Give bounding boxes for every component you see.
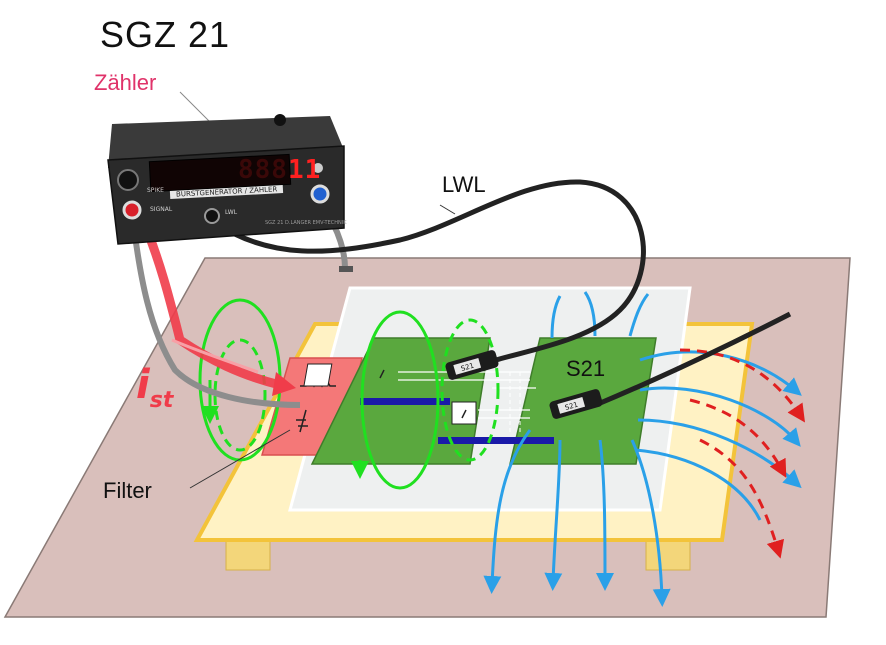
current-subscript: st: [149, 388, 174, 413]
current-arrow-inner: [171, 338, 259, 374]
filter-leader-line: [189, 429, 291, 489]
signal-cable: [129, 211, 301, 408]
ground-connector: [339, 266, 353, 272]
current-arrow: [135, 207, 285, 390]
sensor-label: S21: [566, 356, 606, 381]
support-block-left: [225, 537, 271, 571]
ic-pin-2: [461, 409, 467, 419]
blue-jack: [310, 184, 330, 204]
signal-label: SIGNAL: [150, 206, 173, 213]
dashed-field-lines: [679, 348, 805, 559]
device-knob: [117, 169, 139, 191]
current-symbol: i: [136, 362, 150, 408]
pcb-trace-2: [438, 437, 554, 444]
fiber-label-leader: [439, 204, 456, 215]
counter-label: Zähler: [94, 70, 157, 95]
device-maker-label: SGZ 21 D.LANGER EMV-TECHNIK: [265, 220, 347, 226]
fiber-cable-2: [597, 311, 792, 407]
electric-field-lines: [483, 291, 802, 607]
probe-2: S21: [549, 389, 603, 419]
device-switch: [313, 163, 323, 173]
fiber-cable-1: [212, 179, 646, 363]
red-jack: [122, 200, 142, 220]
ic-pin-1: [379, 369, 385, 379]
current-arrowhead: [272, 372, 296, 396]
pcb-trace-1: [360, 398, 450, 405]
magnetic-field-loops: [198, 298, 500, 490]
signal-jack: [204, 208, 220, 224]
probe-1-text: S21: [460, 362, 475, 373]
support-block-right: [645, 537, 691, 571]
counter-display: 88811: [238, 155, 322, 185]
fiber-label: LWL: [442, 172, 486, 197]
device-lwl-label: LWL: [225, 209, 238, 216]
ic-component-1: [303, 363, 333, 387]
spike-label: SPIKE: [147, 187, 164, 194]
page-title: SGZ 21: [100, 14, 231, 55]
probe-1: S21: [445, 350, 499, 380]
capacitor-symbol-icon: [296, 409, 308, 433]
interconnect-dashes: [509, 372, 521, 432]
top-button: [274, 114, 286, 126]
probe-2-text: S21: [564, 401, 579, 412]
current-label: ist: [136, 362, 173, 413]
filter-label: Filter: [103, 478, 152, 503]
